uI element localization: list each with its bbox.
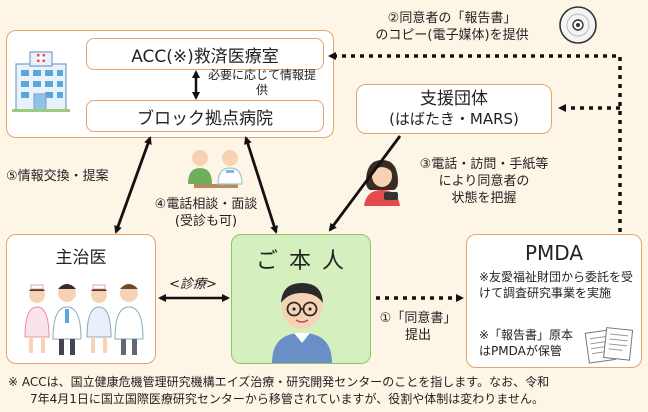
block-patient-arrow — [244, 136, 278, 234]
diagnosis-label: <診療> — [169, 277, 217, 292]
support-group-box: 支援団体 (はばたき・MARS) — [356, 84, 552, 134]
footnote-line2: 7年4月1日に国立国際医療研究センターから移管されていますが、役割や体制は変わり… — [30, 392, 544, 406]
cd-icon — [559, 6, 597, 44]
support-to-patient-arrow — [328, 135, 402, 232]
support-title: 支援団体 — [420, 89, 488, 109]
medical-staff-icon — [24, 284, 144, 355]
pmda-title: PMDA — [524, 241, 584, 265]
acc-box: ACC(※)救済医療室 — [86, 38, 324, 70]
acc-label: ACC(※)救済医療室 — [131, 46, 279, 67]
consent-label: ①「同意書」 提出 — [379, 311, 457, 343]
footnote-line1: ※ ACCは、国立健康危機管理研究機構エイズ治療・研究開発センターのことを指しま… — [8, 375, 550, 389]
hospital-icon — [12, 51, 70, 112]
patient-icon — [272, 283, 332, 363]
support-subtitle: (はばたき・MARS) — [389, 110, 519, 128]
consultation-label: ④電話相談・面談 (受診も可) — [154, 197, 258, 229]
pmda-to-acc-dotted-arrow — [328, 52, 622, 232]
attending-doctor-label: 主治医 — [55, 248, 107, 268]
pmda-box: PMDA ※友愛福祉財団から委託を受けて調査研究事業を実施 ※「報告書」原本はP… — [466, 234, 642, 368]
block-hospital-label: ブロック拠点病院 — [137, 108, 273, 129]
block-doctor-arrow — [114, 136, 152, 234]
phone-operator-icon — [364, 160, 400, 206]
acc-block-info-label: 必要に応じて情報提供 — [207, 68, 316, 97]
support-contact-label: ③電話・訪問・手紙等 により同意者の 状態を把握 — [419, 157, 549, 206]
footnote: ※ ACCは、国立健康危機管理研究機構エイズ治療・研究開発センターのことを指しま… — [8, 374, 644, 408]
report-document-icon — [584, 327, 634, 364]
patient-label: ご 本 人 — [256, 249, 346, 274]
pmda-note2: ※「報告書」原本はPMDAが保管 — [479, 328, 574, 358]
patient-box: ご 本 人 — [231, 234, 371, 364]
exchange-label: ⑤情報交換・提案 — [6, 169, 109, 184]
block-hospital-box: ブロック拠点病院 — [86, 100, 324, 132]
consultation-icon — [188, 150, 243, 188]
report-copy-label: ②同意者の「報告書」 のコピー(電子媒体)を提供 — [375, 11, 529, 43]
attending-doctor-box: 主治医 — [6, 234, 156, 364]
pmda-note1: ※友愛福祉財団から委託を受けて調査研究事業を実施 — [479, 270, 634, 300]
